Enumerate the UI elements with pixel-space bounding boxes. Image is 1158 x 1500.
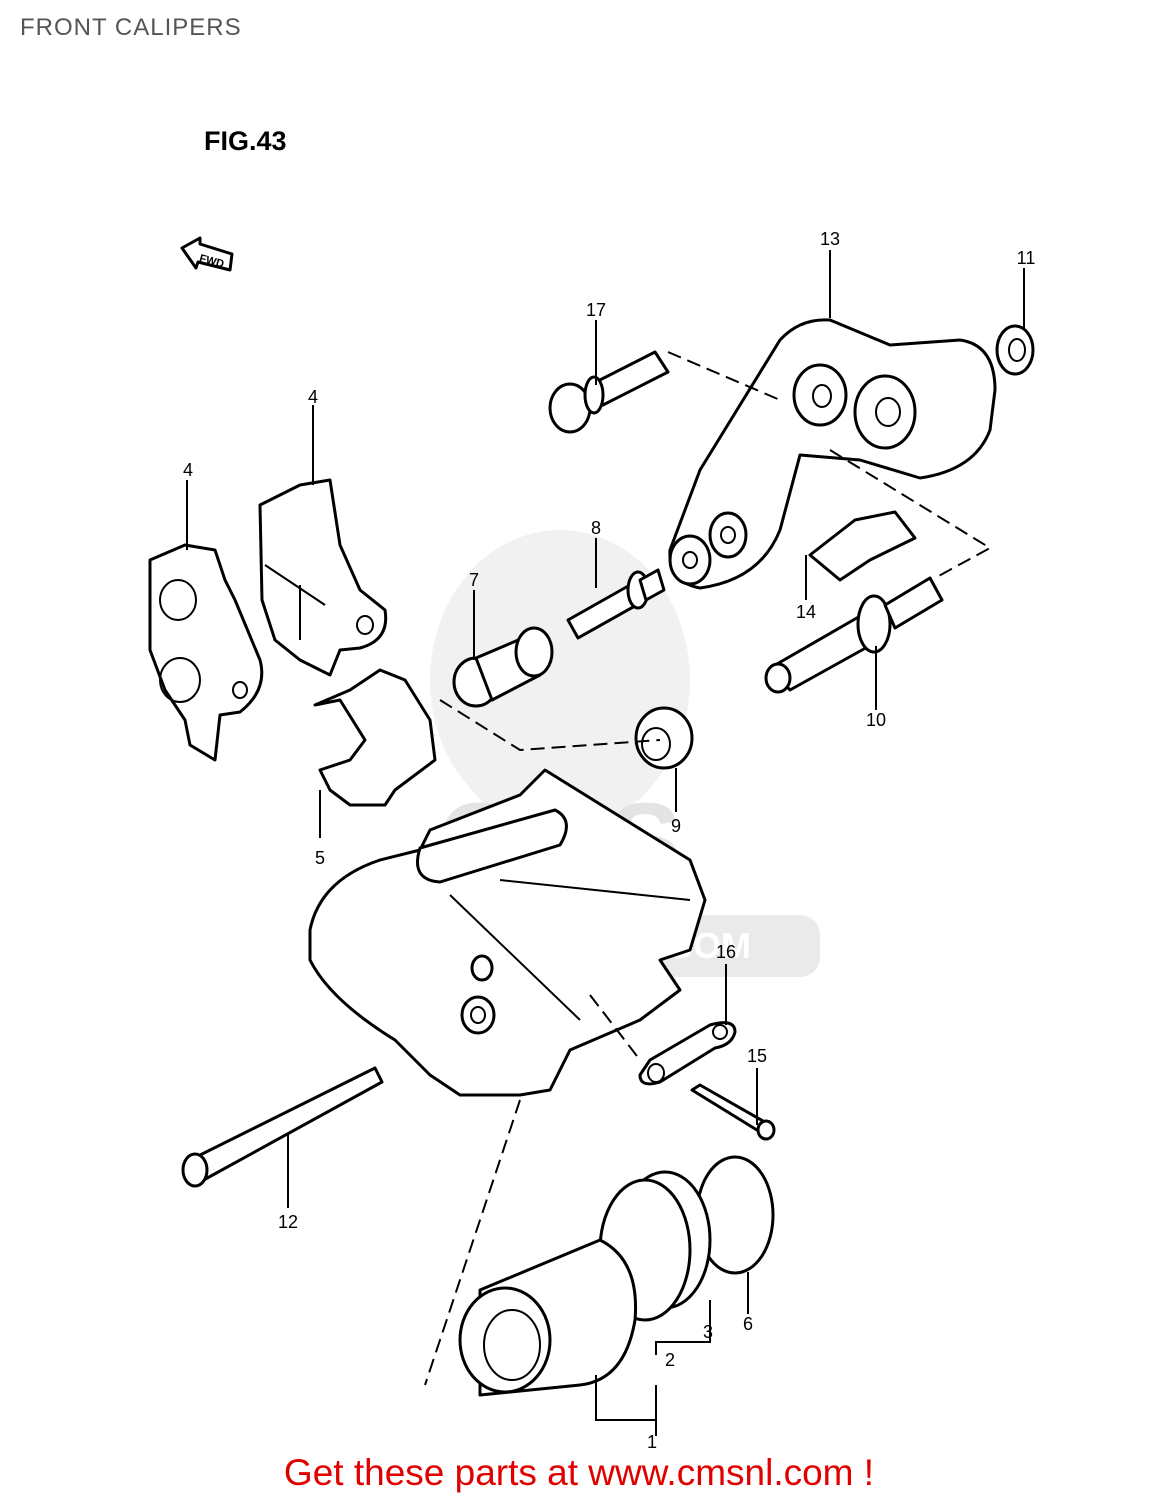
part-16-washer (638, 1021, 737, 1086)
fwd-arrow-icon: FWD (180, 236, 234, 272)
callout-16: 16 (716, 942, 736, 962)
caliper-body (308, 768, 707, 1097)
callout-5: 5 (315, 848, 325, 868)
part-8-slide-pin (566, 568, 666, 640)
callouts: 13 11 17 4 4 8 7 5 9 14 10 16 15 12 6 3 … (183, 229, 1035, 1452)
callout-7: 7 (469, 570, 479, 590)
callout-3: 3 (703, 1322, 713, 1342)
part-9-boot (634, 706, 694, 770)
part-4-shim (148, 543, 264, 762)
part-17-bolt (548, 350, 670, 434)
part-12-pin (181, 1066, 384, 1188)
callout-4-shim: 4 (183, 460, 193, 480)
callout-2: 2 (665, 1350, 675, 1370)
guide-lines (424, 351, 992, 1386)
figure-label: FIG.43 (204, 126, 287, 156)
part-1-piston-assembly (458, 1155, 775, 1397)
page-title: FRONT CALIPERS (20, 14, 242, 41)
callout-13: 13 (820, 229, 840, 249)
callout-14: 14 (796, 602, 816, 622)
callout-9: 9 (671, 816, 681, 836)
part-14-retainer-spring (808, 510, 917, 582)
callout-6: 6 (743, 1314, 753, 1334)
part-11-nut (995, 324, 1035, 376)
part-10-slide-pin (764, 576, 944, 694)
callout-1: 1 (647, 1432, 657, 1452)
part-4-brake-pad (258, 478, 388, 677)
callout-8: 8 (591, 518, 601, 538)
part-5-pad-spring (313, 668, 437, 807)
callout-10: 10 (866, 710, 886, 730)
callout-4-pad: 4 (308, 387, 318, 407)
callout-15: 15 (747, 1046, 767, 1066)
callout-12: 12 (278, 1212, 298, 1232)
footer-promo[interactable]: Get these parts at www.cmsnl.com ! (283, 1452, 875, 1493)
part-15-bleeder-screw (690, 1083, 776, 1141)
callout-17: 17 (586, 300, 606, 320)
callout-11: 11 (1017, 248, 1036, 268)
part-7-boot (452, 626, 554, 708)
leader-lines (186, 250, 1025, 1436)
